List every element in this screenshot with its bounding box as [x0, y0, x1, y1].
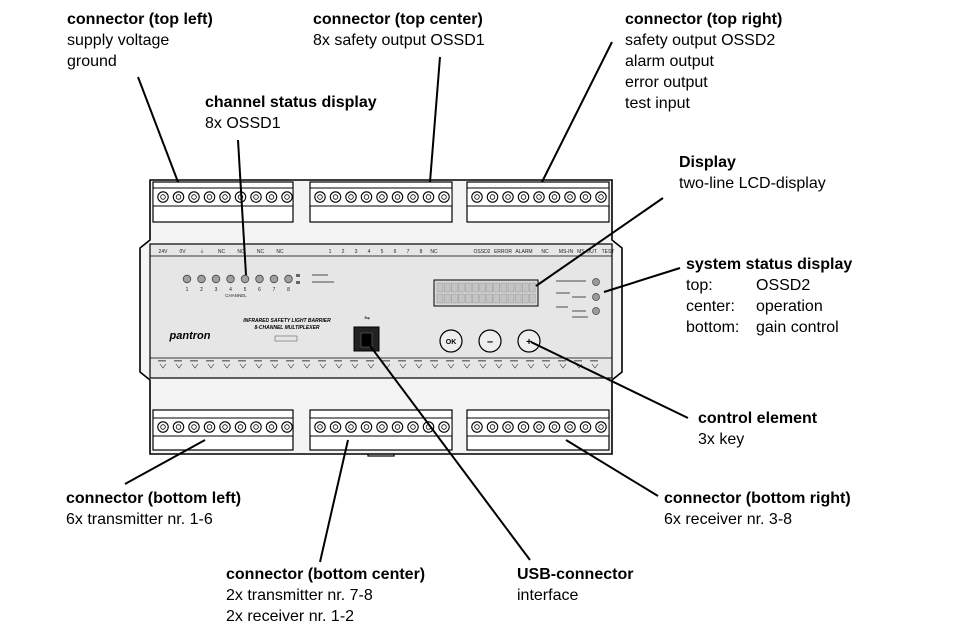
svg-text:+: +: [526, 337, 532, 348]
channel-number: 3: [215, 287, 218, 293]
leader-top-right: [541, 41, 613, 183]
terminal-block-top-right: [466, 181, 610, 223]
top-left-terminal-label: NC: [218, 249, 226, 255]
leader-top-center: [429, 56, 441, 183]
top-center-terminal-label: 2: [342, 249, 345, 255]
top-right-terminal-label: ALARM: [515, 249, 532, 255]
channel-number: 6: [258, 287, 261, 293]
channel-led: [284, 274, 293, 284]
key-minus-button[interactable]: –: [478, 329, 502, 353]
lcd-display: [433, 279, 539, 307]
brand-logo: pantron: [169, 330, 211, 342]
callout-connector-bottom-center: connector (bottom center) 2x transmitter…: [226, 566, 426, 625]
leader-channel-status: [237, 139, 247, 276]
svg-text:–: –: [487, 336, 493, 348]
top-center-terminal-label: 7: [407, 249, 410, 255]
front-panel: [149, 243, 613, 379]
product-line-2: 8-CHANNEL MULTIPLEXER: [254, 325, 319, 331]
callout-display: Display two-line LCD-display: [679, 154, 826, 192]
leader-bottom-center: [319, 439, 349, 563]
terminal-block-top-center: [309, 181, 453, 223]
callout-connector-bottom-right: connector (bottom right) 6x receiver nr.…: [664, 490, 851, 528]
top-right-terminal-label: MS-OUT: [577, 249, 597, 255]
terminal-block-bottom-center: [309, 409, 453, 451]
product-line-1: INFRARED SAFETY LIGHT BARRIER: [243, 318, 331, 324]
top-right-terminal-label: OSSD2: [474, 249, 491, 255]
channel-number: 1: [186, 287, 189, 293]
top-center-terminal-label: 5: [381, 249, 384, 255]
svg-text:OK: OK: [446, 339, 457, 346]
callout-connector-top-right: connector (top right) safety output OSSD…: [625, 11, 783, 112]
channel-number: 2: [200, 287, 203, 293]
key-ok-button[interactable]: OK: [439, 329, 463, 353]
top-right-terminal-label: NC: [541, 249, 549, 255]
usb-port: ⇋: [353, 315, 380, 352]
top-center-terminal-label: 4: [368, 249, 371, 255]
callout-control-element: control element 3x key: [698, 410, 818, 448]
leader-usb: [367, 342, 531, 561]
terminal-block-bottom-left: [152, 409, 294, 451]
top-center-terminal-label: 1: [329, 249, 332, 255]
leader-top-left: [137, 76, 179, 183]
channel-number: 4: [229, 287, 232, 293]
callout-channel-status-display: channel status display 8x OSSD1: [205, 94, 377, 132]
top-left-terminal-label: NC: [276, 249, 284, 255]
leader-display: [535, 197, 664, 287]
system-status-leds: [556, 278, 600, 318]
channel-led: [269, 274, 279, 284]
top-right-terminal-label: TEST: [602, 249, 615, 255]
top-center-terminal-label: 8: [420, 249, 423, 255]
leader-bottom-right: [565, 439, 659, 497]
top-right-terminal-label: MS-IN: [559, 249, 574, 255]
leader-bottom-left: [124, 439, 206, 485]
top-center-terminal-label: NC: [430, 249, 438, 255]
key-plus-button[interactable]: +: [517, 329, 541, 353]
channel-led: [197, 274, 206, 284]
channel-number: 5: [244, 287, 247, 293]
terminal-block-bottom-right: [466, 409, 610, 451]
terminal-block-top-left: [152, 181, 294, 223]
leader-control: [530, 341, 689, 419]
status-led-gain: [592, 307, 600, 315]
top-center-terminal-label: 6: [394, 249, 397, 255]
top-left-terminal-label: NC: [237, 249, 245, 255]
usb-icon: ⇋: [364, 315, 370, 322]
callout-connector-bottom-left: connector (bottom left) 6x transmitter n…: [66, 490, 242, 528]
channel-led: [211, 274, 221, 284]
channel-led: [182, 274, 192, 284]
channel-number: 8: [287, 287, 290, 293]
top-left-terminal-label: NC: [257, 249, 265, 255]
channel-caption: CHANNEL: [225, 293, 247, 298]
channel-led: [226, 274, 235, 284]
channel-led-row: 1 2 3 4 5 6 7 8: [182, 274, 293, 293]
top-center-terminal-label: 3: [355, 249, 358, 255]
led-legend: [296, 274, 334, 284]
bottom-terminal-labels: [158, 360, 599, 369]
top-left-terminal-label: ⏚: [199, 248, 204, 255]
channel-led: [240, 274, 250, 284]
top-right-terminal-label: ERROR: [494, 249, 512, 255]
leader-system-status: [603, 267, 681, 293]
status-led-ossd2: [592, 278, 600, 286]
channel-number: 7: [273, 287, 276, 293]
callout-connector-top-center: connector (top center) 8x safety output …: [313, 11, 485, 49]
channel-led: [255, 274, 264, 284]
callout-system-status-display: system status display top:OSSD2 center:o…: [686, 256, 853, 336]
top-left-terminal-label: 24V: [159, 249, 169, 255]
top-left-terminal-label: 0V: [179, 249, 186, 255]
status-led-operation: [592, 293, 600, 301]
callout-connector-top-left: connector (top left) supply voltage grou…: [67, 11, 213, 70]
callout-usb-connector: USB-connector interface: [517, 566, 634, 604]
leader-lines: [124, 41, 689, 563]
